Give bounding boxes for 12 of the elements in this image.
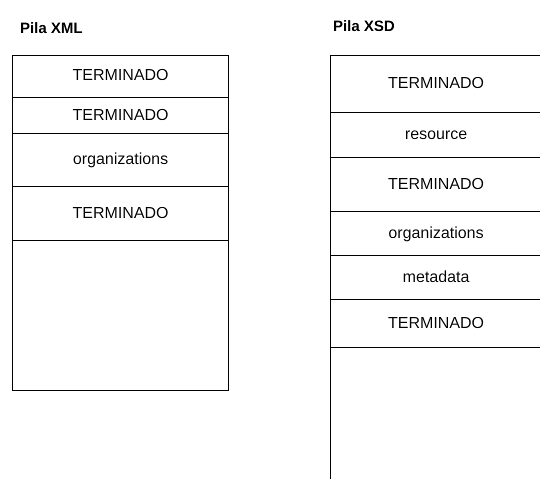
stack-entry: TERMINADO (331, 55, 540, 113)
stack-entry: metadata (331, 256, 540, 300)
stack-entry: TERMINADO (331, 300, 540, 348)
stack-entry: resource (331, 113, 540, 158)
stack-title: Pila XML (20, 20, 83, 37)
stack-entry: TERMINADO (331, 158, 540, 212)
stack-entry: TERMINADO (13, 187, 228, 241)
stack-entry: TERMINADO (13, 98, 228, 134)
stack-entry: organizations (13, 134, 228, 187)
stack-title: Pila XSD (333, 18, 395, 35)
stack-entry: organizations (331, 212, 540, 256)
stack-entry: TERMINADO (13, 55, 228, 98)
